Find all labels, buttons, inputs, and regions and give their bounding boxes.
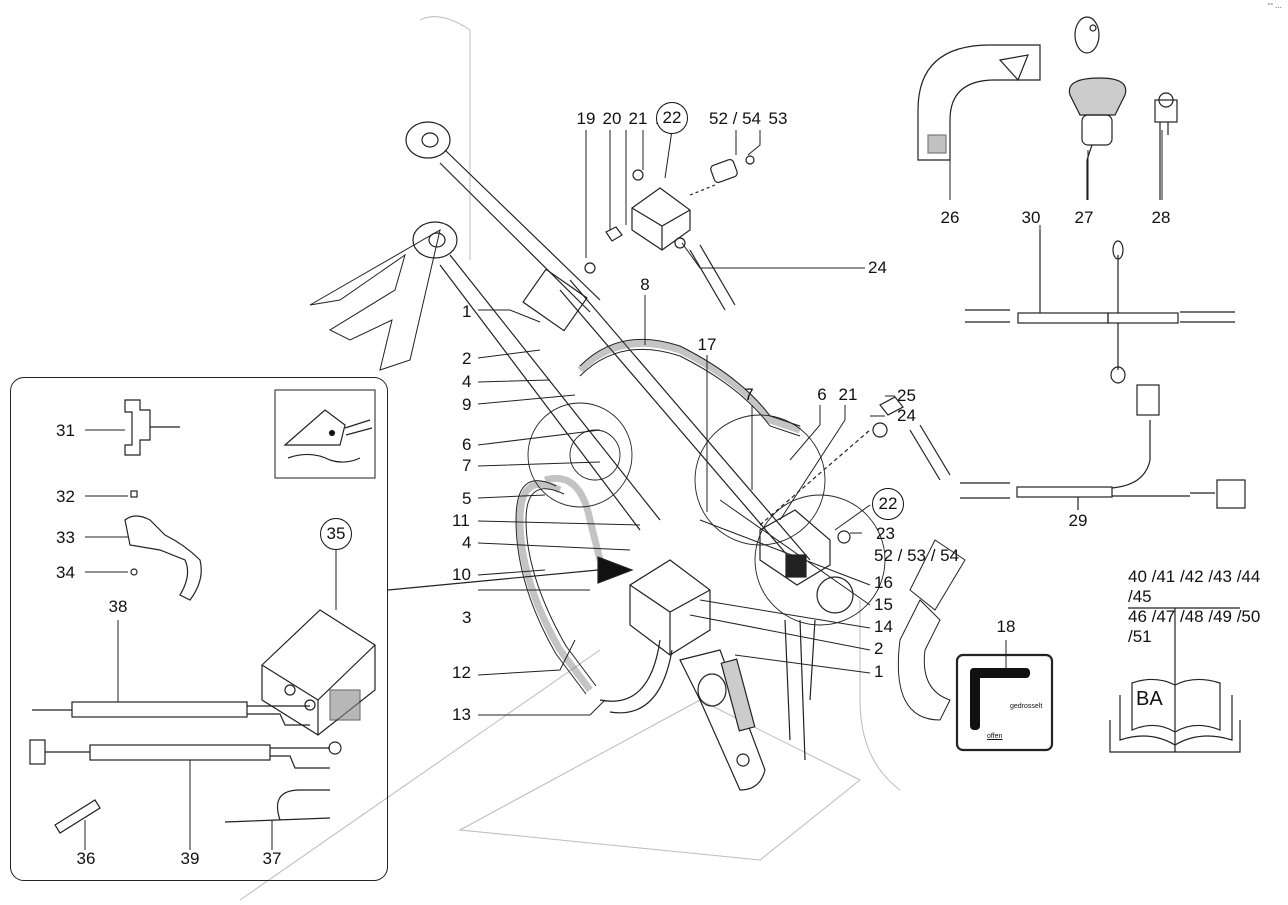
callout-52-54: 52 / 54 xyxy=(709,109,761,128)
callout-32: 32 xyxy=(56,487,75,506)
manual-book xyxy=(1109,607,1241,753)
callout-1-right: 1 xyxy=(874,662,884,681)
decal-18-lever xyxy=(970,668,1030,730)
inset-parts xyxy=(29,389,376,834)
key-switch-27 xyxy=(1068,16,1127,200)
valve-block-22-right xyxy=(759,396,951,586)
callout-39: 39 xyxy=(180,849,200,868)
callout-36: 36 xyxy=(76,849,96,868)
callout-6-right: 6 xyxy=(817,385,827,404)
callout-25: 25 xyxy=(897,386,916,405)
callout-27: 27 xyxy=(1074,208,1094,227)
hydraulic-cylinder-upper xyxy=(405,121,601,332)
callout-21-right: 21 xyxy=(838,385,858,404)
callout-1: 1 xyxy=(462,302,472,321)
callout-53: 53 xyxy=(768,109,788,128)
harness-29 xyxy=(960,384,1246,510)
callout-20: 20 xyxy=(602,109,622,128)
manual-book-label: BA xyxy=(1136,688,1163,710)
inset-panel xyxy=(10,377,388,881)
callout-12: 12 xyxy=(452,663,471,682)
harness-30 xyxy=(965,230,1235,384)
valve-35 xyxy=(261,609,376,736)
callout-22-circled-right: 22 xyxy=(872,488,904,520)
callout-31: 31 xyxy=(56,421,75,440)
decal-text-throttled: gedrosselt xyxy=(1010,703,1043,710)
callout-18: 18 xyxy=(996,617,1016,636)
arrow-pointer xyxy=(597,556,634,584)
frame-outline xyxy=(419,16,471,260)
decal-text-open: offen xyxy=(987,733,1003,740)
callout-13: 13 xyxy=(452,705,471,724)
callout-38: 38 xyxy=(108,597,128,616)
callout-37: 37 xyxy=(262,849,282,868)
linkage-arm xyxy=(679,576,854,791)
callout-7: 7 xyxy=(462,456,472,475)
callout-24-right: 24 xyxy=(897,406,916,425)
callout-29: 29 xyxy=(1068,511,1088,530)
callout-5: 5 xyxy=(462,489,472,508)
callout-11: 11 xyxy=(452,511,470,530)
callout-28: 28 xyxy=(1151,208,1171,227)
callout-2-right: 2 xyxy=(874,639,884,658)
callout-10: 10 xyxy=(452,565,471,584)
callout-8: 8 xyxy=(640,275,650,294)
valve-block-22-top xyxy=(584,155,755,311)
callout-4b: 4 xyxy=(462,533,472,552)
decal-18-box xyxy=(955,653,1054,752)
manual-numbers-line1: 40 /41 /42 /43 /44 /45 xyxy=(1128,567,1261,606)
manual-part-numbers: 40 /41 /42 /43 /44 /45 46 /47 /48 /49 /5… xyxy=(1128,567,1288,647)
callout-16: 16 xyxy=(874,573,893,592)
callout-23-right: 23 xyxy=(876,524,895,543)
callout-19: 19 xyxy=(576,109,596,128)
hydraulic-cylinder-lower xyxy=(412,221,811,571)
callout-35-circled: 35 xyxy=(320,518,352,550)
callout-7-right: 7 xyxy=(744,385,754,404)
callout-26: 26 xyxy=(940,208,960,227)
leader-lines xyxy=(84,129,1163,850)
manual-numbers-line2: 46 /47 /48 /49 /50 /51 xyxy=(1128,607,1261,646)
accessory-26-decal xyxy=(917,44,1041,161)
callout-33: 33 xyxy=(56,528,75,547)
corner-mark: °° ․․․ xyxy=(1267,3,1282,10)
valve-block-lower xyxy=(599,559,711,714)
callout-22-circled-top: 22 xyxy=(656,102,688,134)
callout-34: 34 xyxy=(56,563,75,582)
callout-52-53-54: 52 / 53 / 54 xyxy=(874,546,960,565)
switch-28 xyxy=(1154,92,1178,200)
watermark-autosoft xyxy=(309,228,966,721)
callout-14: 14 xyxy=(874,617,893,636)
callout-17: 17 xyxy=(697,335,717,354)
callout-24-top: 24 xyxy=(868,258,887,277)
callout-21: 21 xyxy=(628,109,648,128)
callout-9: 9 xyxy=(462,395,472,414)
callout-2: 2 xyxy=(462,349,472,368)
callout-30: 30 xyxy=(1021,208,1041,227)
callout-6: 6 xyxy=(462,435,472,454)
callout-15: 15 xyxy=(874,595,893,614)
callout-4: 4 xyxy=(462,372,472,391)
callout-3: 3 xyxy=(462,608,472,627)
